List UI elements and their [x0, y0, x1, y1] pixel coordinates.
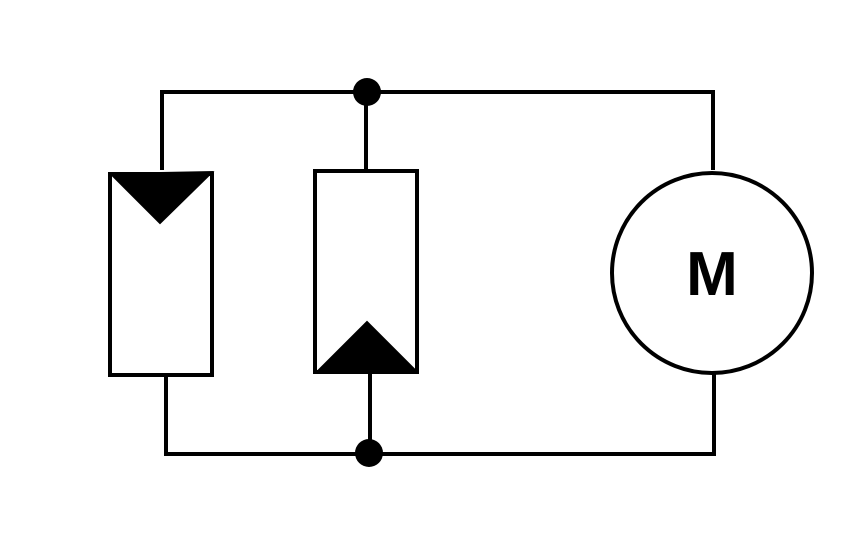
solar-cell-left — [108, 170, 215, 377]
top-wire — [160, 90, 715, 170]
motor-circle — [610, 171, 814, 375]
top-junction-node — [353, 78, 381, 106]
bottom-junction-node — [355, 439, 383, 467]
solar-cell-middle — [313, 169, 419, 375]
solar-cell-left-arrow — [108, 170, 215, 225]
solar-cell-middle-arrow — [313, 320, 419, 375]
motor-label: M — [686, 240, 738, 309]
motor: M — [610, 171, 814, 375]
bottom-wire — [164, 371, 716, 456]
